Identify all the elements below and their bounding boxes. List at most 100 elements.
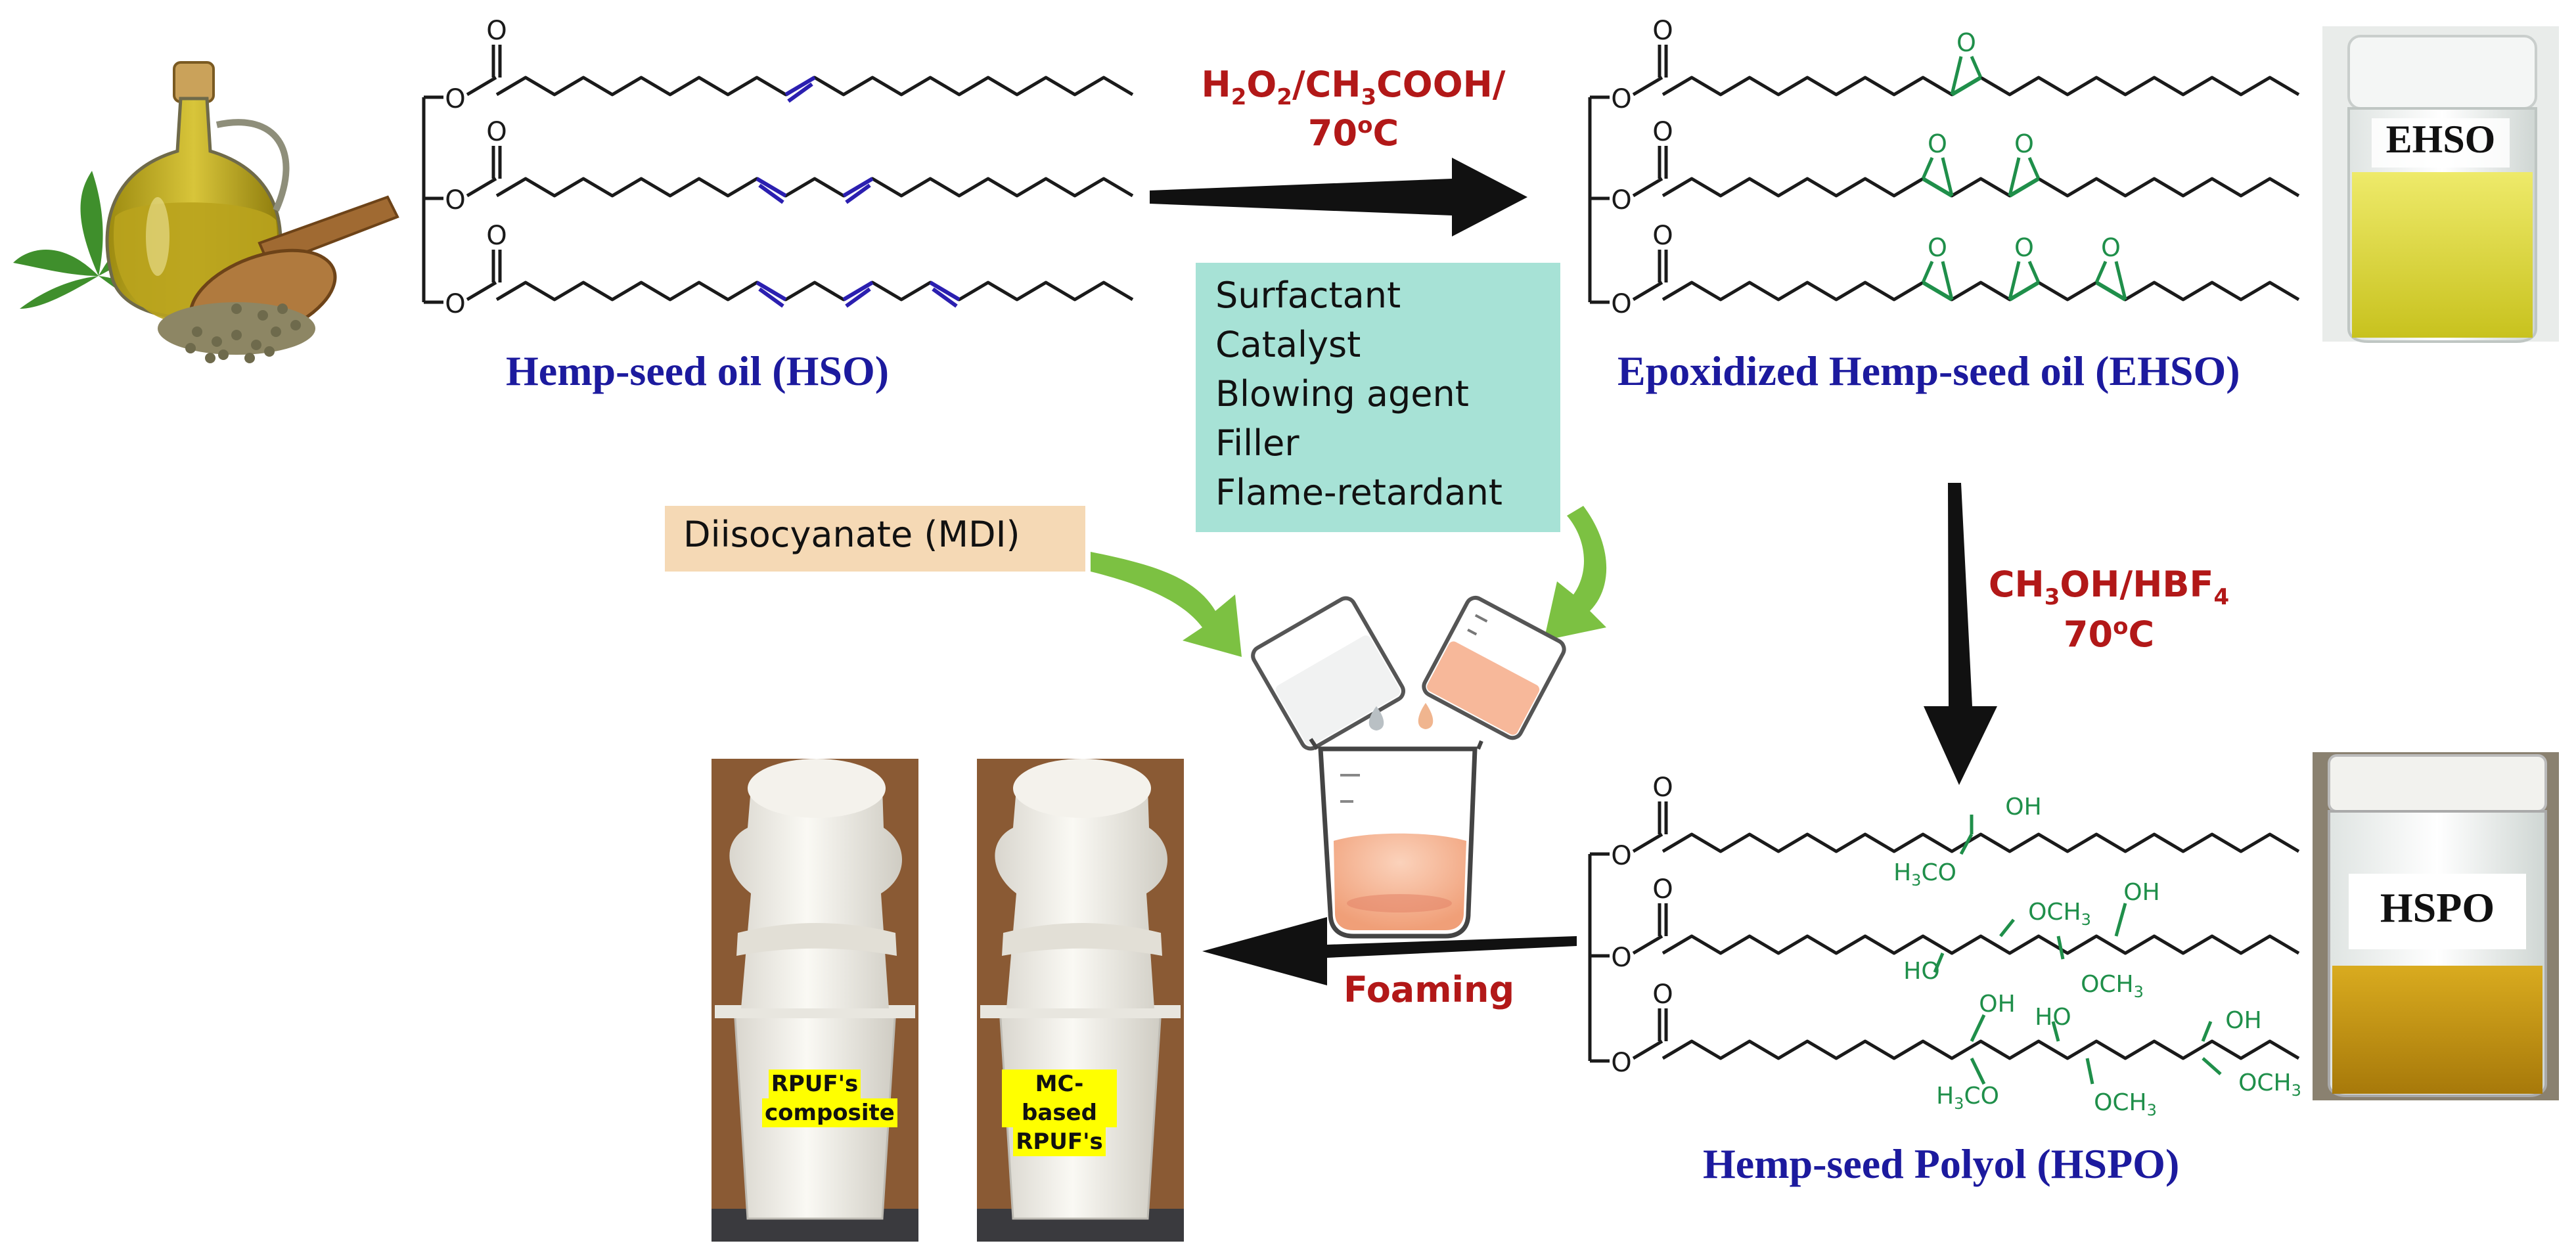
epoxide-ring [2094, 260, 2108, 284]
foam-badge-line: RPUF's [768, 1069, 861, 1098]
hso-name: Hemp-seed oil (HSO) [506, 348, 890, 394]
methanolysis-reagent-line: CH3OH/HBF4 [1988, 564, 2230, 610]
foam-badge-line: MC-based [1002, 1069, 1117, 1127]
fatty-acid-chain [495, 281, 1134, 302]
epoxide-ring [1921, 156, 1934, 180]
carbonyl-oxygen: O [1652, 117, 1673, 147]
double-bond [756, 177, 787, 198]
epoxide-oxygen: O [2014, 233, 2034, 262]
hspo-jar-label: HSPO [2380, 884, 2495, 931]
bond-line [1632, 832, 1663, 853]
substituent-label: OCH3 [2028, 899, 2091, 929]
double-bond [842, 177, 874, 198]
foaming-label: Foaming [1344, 969, 1515, 1010]
hspo-name: Hemp-seed Polyol (HSPO) [1703, 1140, 2180, 1187]
foam-crown [1013, 759, 1151, 818]
substituent-bond [2051, 1021, 2060, 1042]
carbonyl-oxygen: O [486, 221, 507, 251]
epoxide-ring [1950, 56, 1963, 95]
epoxidation-temp-line: 70oC [1307, 112, 1399, 154]
fatty-acid-chain [1661, 832, 2300, 853]
foam-badge-line: composite [762, 1098, 897, 1127]
additive-item: Blowing agent [1215, 373, 1469, 415]
epoxide-oxygen: O [1956, 28, 1976, 57]
ester-oxygen: O [445, 185, 465, 215]
substituent-bond [2202, 1057, 2222, 1075]
foam-crown [748, 759, 886, 818]
foaming-arrow [1202, 917, 1577, 985]
substituent-bond [2056, 935, 2065, 960]
bond-line [466, 76, 497, 97]
additive-item: Surfactant [1215, 275, 1401, 316]
substituent-bond [1933, 953, 1945, 973]
substituent-label: OCH3 [2081, 971, 2144, 1001]
mixing-beakers-picture [1251, 595, 1566, 939]
ester-oxygen: O [1611, 943, 1631, 973]
double-bond [758, 287, 784, 308]
epoxide-ring [2095, 281, 2127, 302]
bond-line [466, 177, 497, 198]
double-bond [756, 281, 787, 302]
bond-line [466, 281, 497, 302]
epoxide-ring [2027, 260, 2041, 284]
additive-item: Catalyst [1215, 324, 1361, 365]
carbonyl-oxygen: O [486, 16, 507, 46]
epoxide-ring [2008, 261, 2021, 300]
ester-oxygen: O [1611, 185, 1631, 215]
double-bond [758, 183, 784, 204]
substituent-label: H3CO [1936, 1083, 1999, 1113]
bond-line [1632, 281, 1663, 302]
epoxide-ring [2008, 177, 2040, 198]
bond-line [1632, 177, 1663, 198]
additive-item: Filler [1215, 422, 1299, 464]
foam-badge-composite: RPUF's composite [762, 1069, 897, 1127]
hspo-jar-photo [2313, 752, 2559, 1100]
epoxide-ring [2008, 157, 2021, 196]
substituent-label: OCH3 [2238, 1069, 2301, 1100]
ester-oxygen: O [445, 84, 465, 114]
ehso-jar-photo [2322, 26, 2559, 343]
substituent-bond [2114, 903, 2127, 937]
foam-ring [736, 923, 897, 956]
fatty-acid-chain [495, 177, 1134, 198]
additive-item: Flame-retardant [1215, 472, 1503, 513]
substituent-bond [1970, 1014, 1986, 1043]
substituent-label: H3CO [1893, 859, 1956, 889]
fatty-acid-chain [1661, 934, 2300, 955]
foam-photos [712, 759, 1184, 1242]
fatty-acid-chain [1661, 177, 2300, 198]
epoxide-ring [1941, 157, 1954, 196]
bond-line [1632, 934, 1663, 955]
double-bond [932, 287, 958, 308]
carbonyl-oxygen: O [1652, 773, 1673, 803]
epoxide-ring [1941, 261, 1954, 300]
double-bond [787, 82, 813, 103]
fatty-acid-chain [1661, 1039, 2300, 1060]
carbonyl-oxygen: O [1652, 221, 1673, 251]
ester-oxygen: O [1611, 84, 1631, 114]
epoxide-ring [1922, 177, 1953, 198]
epoxidation-reagent-line: H2O2/CH3COOH/ [1201, 64, 1506, 110]
ehso-jar-label: EHSO [2385, 118, 2496, 161]
substituent-bond [1959, 833, 1974, 855]
double-bond [929, 281, 960, 302]
epoxide-oxygen: O [1928, 129, 1947, 158]
fatty-acid-chain [1661, 281, 2300, 302]
diisocyanate-box: Diisocyanate (MDI) [665, 506, 1085, 572]
ester-oxygen: O [1611, 841, 1631, 871]
epoxide-ring [1921, 260, 1934, 284]
methanolysis-arrow [1924, 483, 1997, 785]
foam-badge-line: RPUF's [1013, 1127, 1106, 1156]
additives-box: Surfactant Catalyst Blowing agent Filler… [1196, 263, 1560, 532]
substituent-bond [2201, 1021, 2213, 1042]
epoxide-oxygen: O [2101, 233, 2121, 262]
epoxidation-conditions: H2O2/CH3COOH/ 70oC [1183, 62, 1524, 156]
ester-oxygen: O [445, 289, 465, 319]
fatty-acid-chain [1661, 76, 2300, 97]
substituent-label: OH [2123, 879, 2159, 906]
seed-scoop-icon [158, 195, 399, 363]
